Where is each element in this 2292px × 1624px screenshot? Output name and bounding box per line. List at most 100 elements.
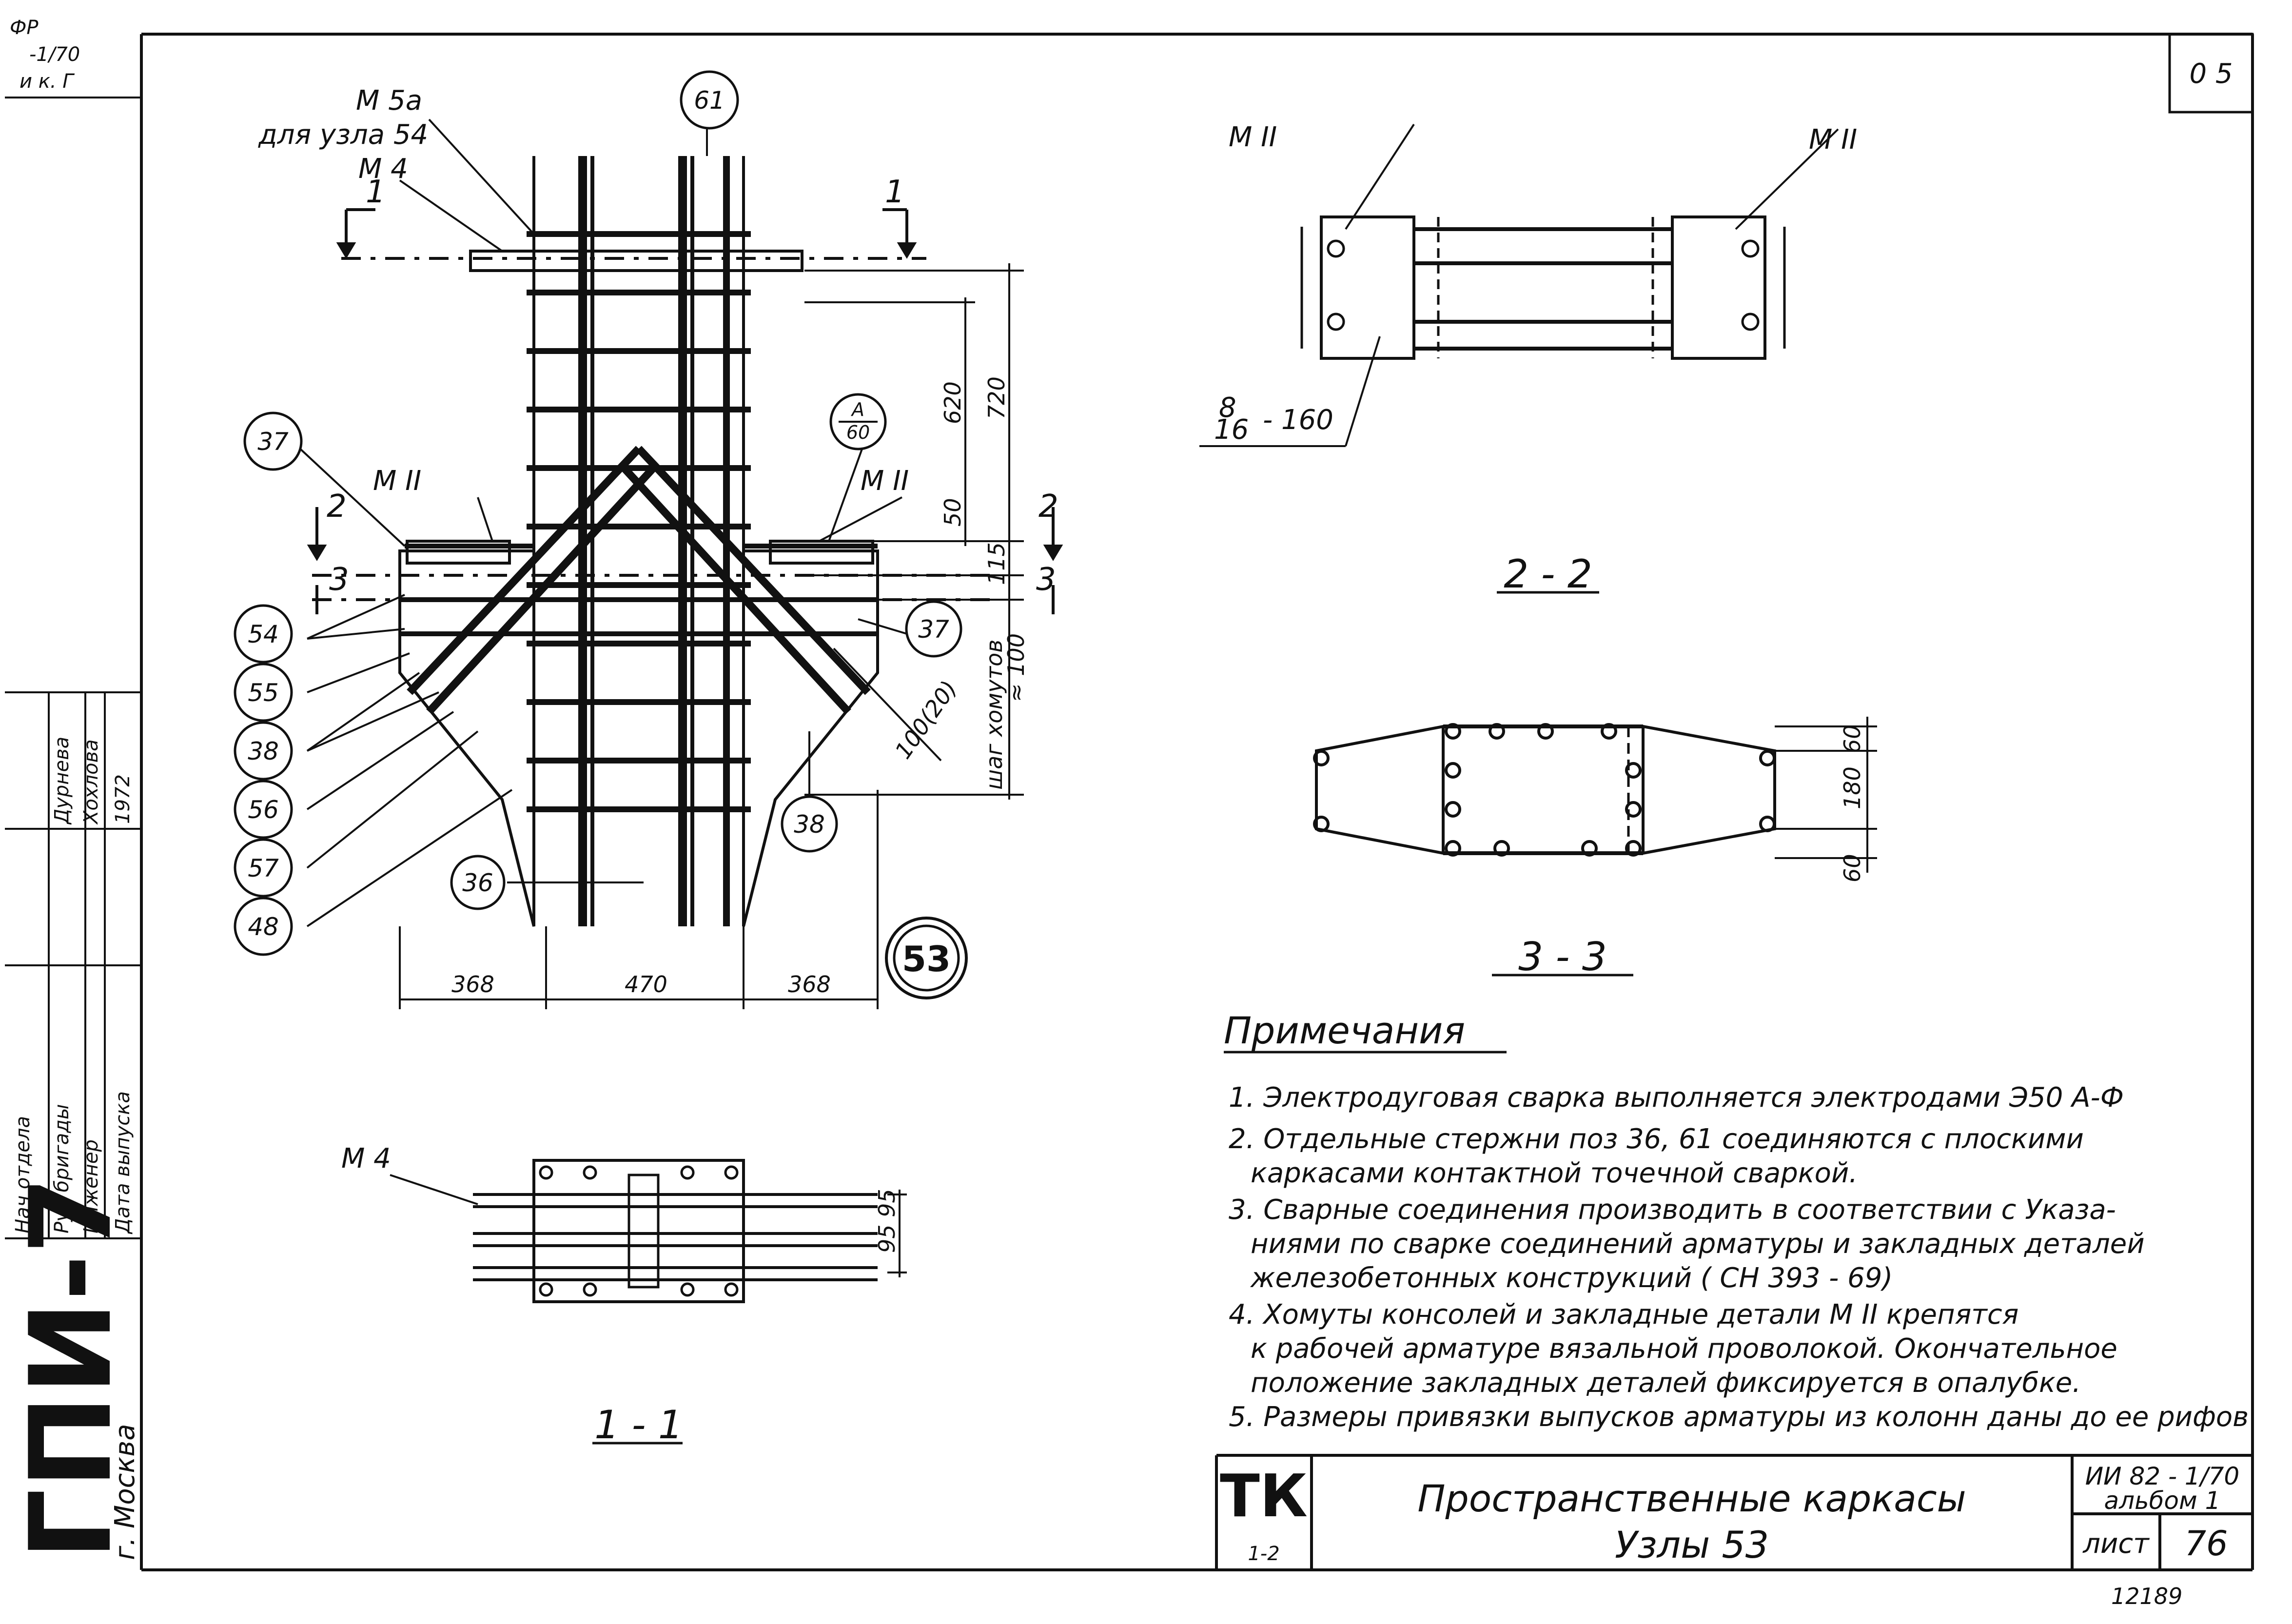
stamp-rows: Нач отдела Рук бригады Инженер Дата выпу… <box>12 737 134 1234</box>
dim-620: 620 <box>940 381 966 424</box>
note-line-6: железобетонных конструкций ( СН 393 - 69… <box>1250 1262 1893 1294</box>
tb-inv: 12189 <box>2111 1583 2182 1609</box>
pos-54: 54 <box>248 620 279 648</box>
stamp-name-2: Дурнева <box>51 737 73 825</box>
node-number: 53 <box>902 939 951 979</box>
tb-code-sub: 1-2 <box>1248 1543 1279 1565</box>
dim-w3: 368 <box>788 971 831 998</box>
s22-m11-right: М II <box>1809 124 1857 156</box>
svg-text:ФР: ФР <box>10 17 39 39</box>
section-arrow-labels: 1 1 2 2 3 3 <box>327 174 1058 598</box>
cut-2-left: 2 <box>327 489 347 525</box>
notes-title: Примечания <box>1224 1009 1465 1052</box>
pos-38-right: 38 <box>794 810 825 839</box>
stamp-role-3: Инженер <box>80 1139 102 1233</box>
leader-lines <box>299 117 907 927</box>
pos-38-left: 38 <box>248 737 279 765</box>
dim-115: 115 <box>983 542 1010 585</box>
dim-w2: 470 <box>625 971 667 998</box>
note-line-2: 2. Отдельные стержни поз 36, 61 соединяю… <box>1229 1123 2084 1155</box>
cut-1-left: 1 <box>366 174 386 210</box>
section-mark-b: 60 <box>846 422 870 443</box>
tb-album: альбом 1 <box>2104 1487 2221 1515</box>
stamp-name-4: 1972 <box>112 774 134 824</box>
dim-w1: 368 <box>451 971 494 998</box>
section-2-2-labels: М II М II 8 16 - 160 2 - 2 <box>1214 121 1857 597</box>
section-1-1 <box>390 1159 907 1445</box>
svg-text:и к. Г: и к. Г <box>20 70 75 93</box>
pos-56: 56 <box>248 796 279 824</box>
svg-text:-1/70: -1/70 <box>29 43 80 66</box>
tb-sheet-label: лист <box>2082 1528 2150 1560</box>
node-53-view <box>312 156 990 927</box>
tb-title-2: Узлы 53 <box>1615 1523 1769 1566</box>
pos-48: 48 <box>248 913 279 941</box>
node-53-dim-text: 720 620 50 115 100(20) шаг хомутов ≈ 100… <box>451 376 1029 998</box>
note-line-7: 4. Хомуты консолей и закладные детали М … <box>1229 1299 2018 1331</box>
for-node-label: для узла 54 <box>258 119 428 151</box>
cut-3-right: 3 <box>1036 562 1056 598</box>
stirrup-step: шаг хомутов <box>981 640 1007 790</box>
s11-m4: М 4 <box>341 1143 391 1174</box>
s33-dim-60-bottom: 60 <box>1839 854 1865 882</box>
node-53-labels: М 5а для узла 54 М 4 М II М II <box>258 85 909 497</box>
position-bubbles <box>234 70 968 999</box>
s33-title: 3 - 3 <box>1518 934 1607 979</box>
s22-weld-bottom: 16 <box>1214 414 1249 446</box>
m11-right-label: М II <box>861 465 909 497</box>
cut-3-left: 3 <box>329 562 349 598</box>
pos-36: 36 <box>462 869 493 897</box>
sheet-frame <box>140 33 2254 1571</box>
note-line-5: ниями по сварке соединений арматуры и за… <box>1251 1228 2145 1260</box>
dim-720: 720 <box>983 376 1010 419</box>
s11-title: 1 - 1 <box>594 1402 683 1448</box>
cut-1-right: 1 <box>885 174 905 210</box>
stamp-role-4: Дата выпуска <box>112 1091 134 1234</box>
section-3-3 <box>1313 717 1877 977</box>
pos-37-left: 37 <box>257 428 289 456</box>
note-line-4: 3. Сварные соединения производить в соот… <box>1229 1194 2116 1226</box>
org-city: г. Москва <box>109 1424 141 1560</box>
note-line-1: 1. Электродуговая сварка выполняется эле… <box>1229 1082 2124 1114</box>
s33-dim-60-top: 60 <box>1839 724 1865 753</box>
s22-weld-top: 8 <box>1219 392 1236 424</box>
s22-title: 2 - 2 <box>1504 551 1592 597</box>
s22-m11-left: М II <box>1229 121 1277 153</box>
section-3-3-labels: 60 180 60 3 - 3 <box>1518 724 1865 979</box>
note-line-9: положение закладных деталей фиксируется … <box>1251 1367 2081 1399</box>
position-bubble-labels: 61 37 54 55 38 56 57 48 36 37 38 А 60 53 <box>248 86 951 979</box>
s22-weld-length: - 160 <box>1263 404 1333 436</box>
pos-37-right: 37 <box>918 615 949 644</box>
notes: Примечания 1. Электродуговая сварка выпо… <box>1224 1009 2249 1433</box>
section-2-2 <box>1199 123 1839 594</box>
s11-dim: 95 95 <box>874 1189 900 1253</box>
title-block-text: ТК 1-2 Пространственные каркасы Узлы 53 … <box>1220 1462 2239 1609</box>
node-53-dimensions <box>399 263 1024 1009</box>
stamp-corner-codes: ФР -1/70 и к. Г <box>10 17 80 93</box>
left-stamp <box>5 97 141 1239</box>
section-arrows <box>307 208 1063 614</box>
tb-sheet-number: 76 <box>2184 1524 2228 1564</box>
tb-code: ТК <box>1220 1463 1308 1530</box>
tb-title-1: Пространственные каркасы <box>1417 1477 1966 1520</box>
section-1-1-labels: М 4 95 95 1 - 1 <box>341 1143 900 1448</box>
pos-55: 55 <box>248 679 279 707</box>
stamp-name-3: Хохлова <box>80 739 102 825</box>
note-line-8: к рабочей арматуре вязальной проволокой.… <box>1251 1333 2117 1365</box>
stirrup-value: ≈ 100 <box>1003 633 1029 702</box>
s33-dim-180: 180 <box>1839 766 1865 809</box>
note-line-10: 5. Размеры привязки выпусков арматуры из… <box>1229 1401 2249 1433</box>
m11-left-label: М II <box>373 465 421 497</box>
org-name: ГПИ-7 <box>6 1176 137 1560</box>
m5a-label: М 5а <box>356 85 422 117</box>
dim-50: 50 <box>940 498 966 527</box>
stamp-role-2: Рук бригады <box>51 1104 73 1234</box>
pos-61: 61 <box>694 86 725 115</box>
corner-tag: 0 5 <box>2189 58 2233 90</box>
pos-57: 57 <box>248 854 279 882</box>
cut-2-right: 2 <box>1038 489 1058 525</box>
stamp-role-1: Нач отдела <box>12 1116 34 1233</box>
title-block <box>1215 1454 2253 1570</box>
m4-top-label: М 4 <box>358 153 408 185</box>
